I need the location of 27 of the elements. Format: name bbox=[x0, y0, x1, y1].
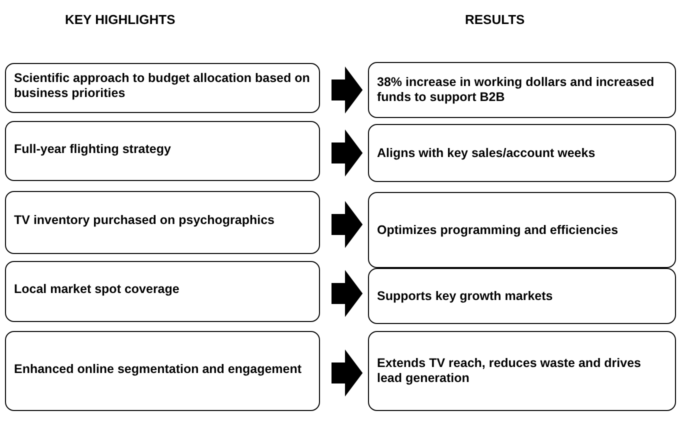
box-text: Enhanced online segmentation and engagement bbox=[14, 362, 303, 376]
text-box bbox=[368, 62, 676, 118]
text-box bbox=[368, 124, 676, 182]
box-text: Aligns with key sales/account weeks bbox=[377, 146, 596, 160]
block-arrow bbox=[332, 130, 363, 176]
text-box bbox=[368, 192, 676, 268]
block-arrow bbox=[332, 201, 363, 248]
box-text: TV inventory purchased on psychographics bbox=[14, 213, 276, 228]
block-arrow bbox=[332, 66, 363, 114]
box-text: Supports key growth markets bbox=[377, 288, 554, 304]
text-box bbox=[5, 191, 320, 254]
text-box bbox=[5, 261, 320, 322]
box-text: 38% increase in working dollars and increased funds to support B2B bbox=[377, 75, 656, 105]
box-text: Extends TV reach, reduces waste and drives lead generation bbox=[377, 356, 642, 386]
block-arrow bbox=[332, 350, 363, 396]
box-text: Local market spot coverage bbox=[14, 282, 180, 297]
text-box bbox=[5, 63, 320, 113]
text-box bbox=[368, 331, 676, 411]
column-heading: KEY HIGHLIGHTS bbox=[65, 12, 176, 27]
block-arrow bbox=[332, 270, 363, 317]
column-heading: RESULTS bbox=[465, 12, 525, 27]
box-text: Full-year flighting strategy bbox=[14, 142, 172, 156]
text-box bbox=[5, 331, 320, 411]
box-text: Optimizes programming and efficiencies bbox=[377, 222, 620, 238]
box-text: Scientific approach to budget allocation based on business priorities bbox=[14, 71, 311, 101]
text-box bbox=[5, 121, 320, 181]
text-box bbox=[368, 268, 676, 324]
